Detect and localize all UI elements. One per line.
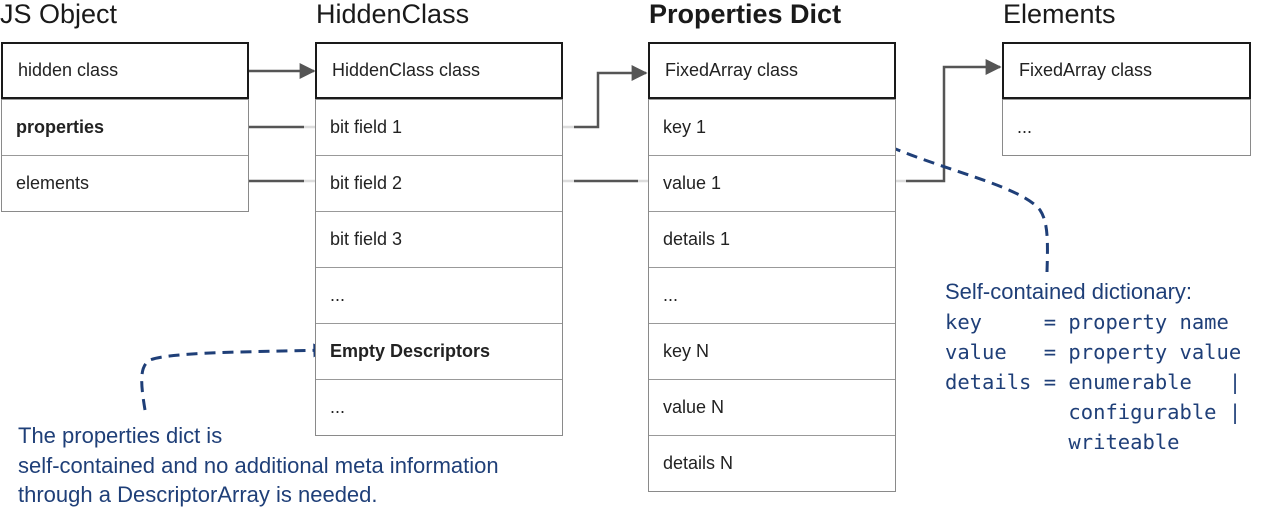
js-object-table: hidden class properties elements (1, 42, 249, 212)
right-note-line-2: value = property value (945, 340, 1242, 364)
elements-header-row: FixedArray class (1002, 42, 1251, 99)
js-object-elements-row: elements (2, 155, 248, 211)
key-n-row: key N (649, 323, 895, 379)
details-n-row: details N (649, 435, 895, 491)
bit-field-2-row: bit field 2 (316, 155, 562, 211)
bit-field-1-row: bit field 1 (316, 99, 562, 155)
value-n-row: value N (649, 379, 895, 435)
js-object-title: JS Object (0, 0, 118, 29)
empty-descriptors-row: Empty Descriptors (316, 323, 562, 379)
right-note-line-3: details = enumerable | (945, 370, 1242, 394)
properties-dict-arrow (574, 65, 648, 129)
right-note-line-4: configurable | (945, 400, 1242, 424)
hidden-class-title: HiddenClass (316, 0, 470, 29)
properties-dict-table: FixedArray class key 1 value 1 details 1… (648, 42, 896, 492)
elements-title: Elements (1003, 0, 1116, 29)
js-object-properties-row: properties (2, 99, 248, 155)
key-1-row: key 1 (649, 99, 895, 155)
properties-dict-header-row: FixedArray class (648, 42, 896, 99)
elements-table: FixedArray class ... (1002, 42, 1251, 156)
left-note-line-2: self-contained and no additional meta in… (18, 453, 499, 478)
details-1-row: details 1 (649, 211, 895, 267)
bit-field-3-row: bit field 3 (316, 211, 562, 267)
hidden-class-table: HiddenClass class bit field 1 bit field … (315, 42, 563, 436)
hidden-class-header-row: HiddenClass class (315, 42, 563, 99)
hidden-class-ellipsis-row: ... (316, 267, 562, 323)
right-note-heading: Self-contained dictionary: (945, 279, 1193, 304)
properties-dict-ellipsis-row: ... (649, 267, 895, 323)
left-note-dashed-arrow (140, 343, 328, 411)
elements-arrow (906, 59, 1002, 183)
elements-ellipsis-row: ... (1003, 99, 1250, 155)
left-note-line-1: The properties dict is (18, 423, 223, 448)
js-object-hidden-class-row: hidden class (1, 42, 249, 99)
value-1-row: value 1 (649, 155, 895, 211)
right-note-dashed-arrow (875, 139, 1049, 273)
left-note-line-3: through a DescriptorArray is needed. (18, 482, 378, 507)
right-note-line-1: key = property name (945, 310, 1229, 334)
right-note-line-5: writeable (945, 430, 1180, 454)
hidden-class-ellipsis-row-2: ... (316, 379, 562, 435)
properties-dict-title: Properties Dict (649, 0, 842, 29)
